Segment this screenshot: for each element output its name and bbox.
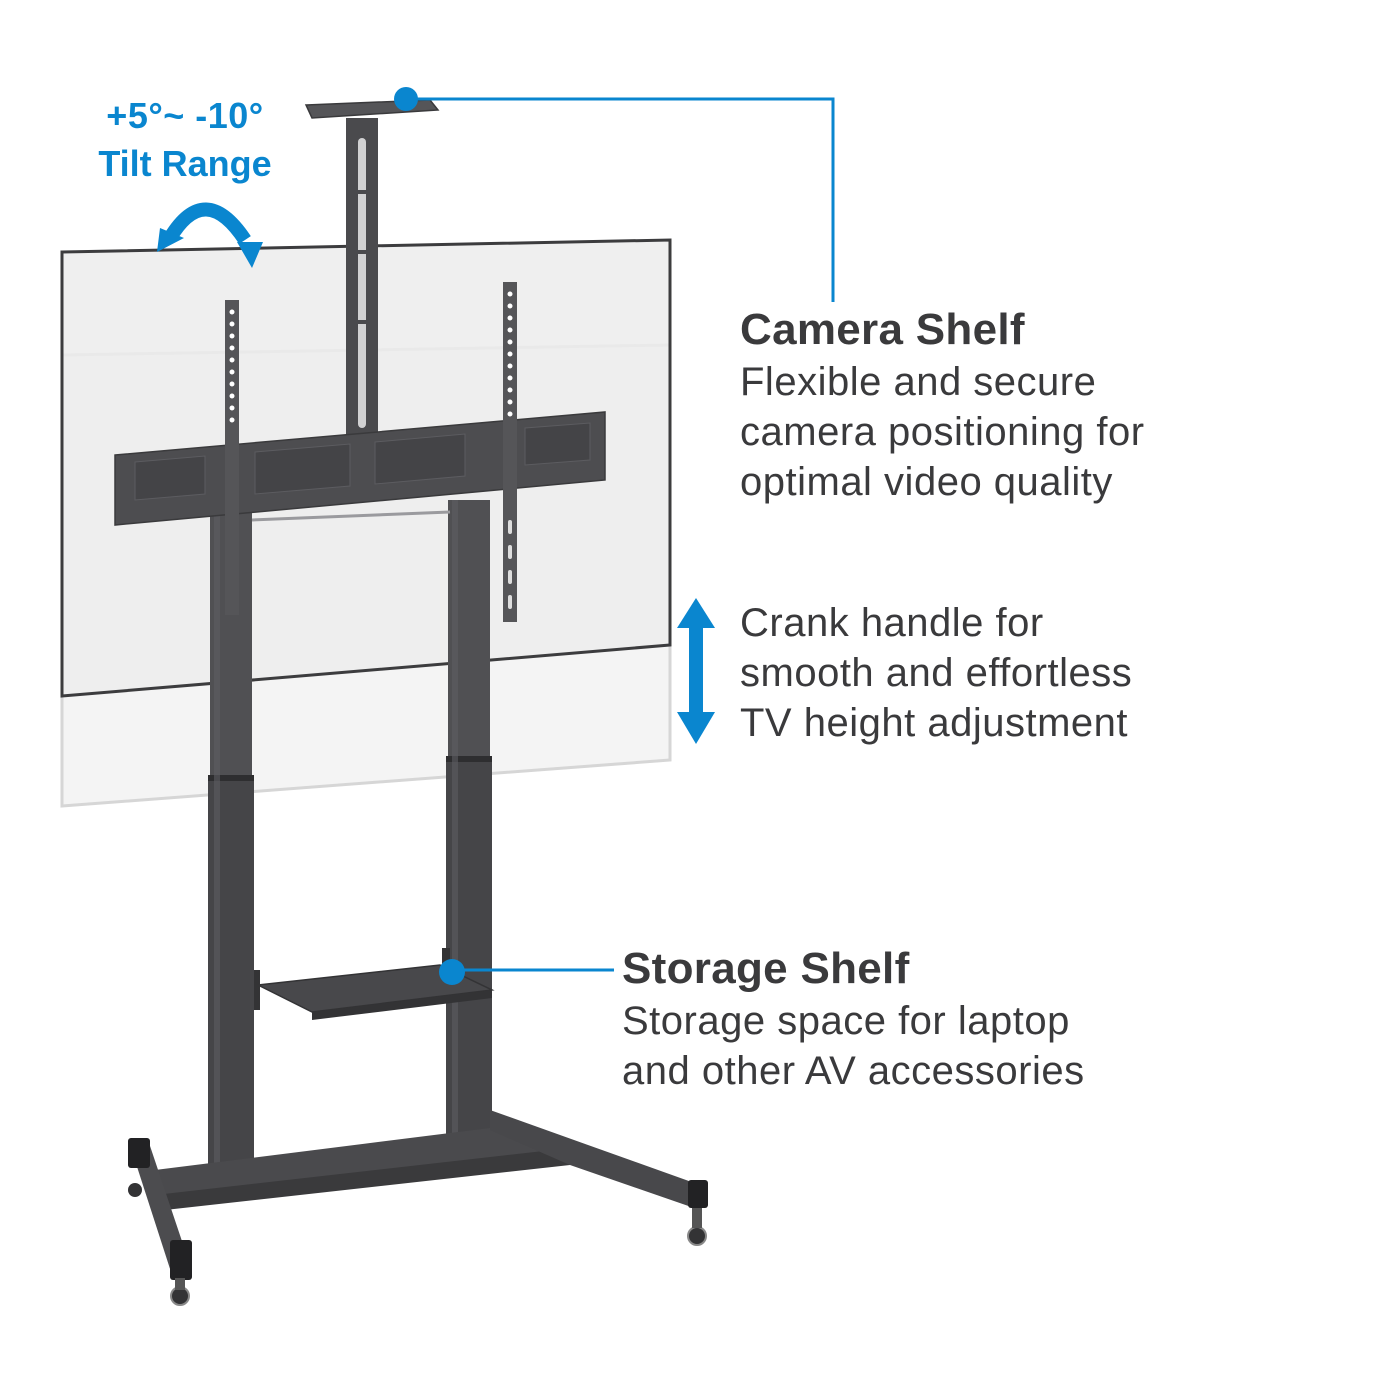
crank-handle-callout: Crank handle for smooth and effortless T… <box>740 598 1300 748</box>
tilt-range-label: +5°~ -10° Tilt Range <box>60 92 310 188</box>
description-line: Storage space for laptop <box>622 999 1070 1043</box>
tilt-range-text: Tilt Range <box>98 143 272 184</box>
storage-shelf-title: Storage Shelf <box>622 944 910 993</box>
vesa-arm-left <box>225 300 239 615</box>
description-line: and other AV accessories <box>622 1049 1085 1093</box>
camera-shelf-callout-line <box>394 87 835 302</box>
description-line: camera positioning for <box>740 410 1145 454</box>
caster-wheels <box>128 1183 707 1306</box>
description-line: optimal video quality <box>740 460 1113 504</box>
storage-shelf-callout: Storage Shelf Storage space for laptop a… <box>622 942 1262 1096</box>
vertical-double-arrow-icon <box>677 598 715 744</box>
callout-dot-icon <box>439 959 465 985</box>
storage-shelf-callout-line <box>439 959 614 985</box>
description-line: Crank handle for <box>740 601 1044 645</box>
vesa-arm-right <box>503 282 517 622</box>
curved-double-arrow-icon <box>157 202 263 268</box>
crank-handle-description: Crank handle for smooth and effortless T… <box>740 598 1300 748</box>
storage-shelf <box>254 948 495 1020</box>
camera-shelf-post <box>346 118 378 436</box>
description-line: TV height adjustment <box>740 701 1128 745</box>
camera-shelf-plate <box>304 99 440 119</box>
stand-columns <box>208 500 492 1170</box>
stand-base <box>128 1110 708 1280</box>
camera-shelf-callout: Camera Shelf Flexible and secure camera … <box>740 303 1300 507</box>
camera-shelf-title: Camera Shelf <box>740 305 1025 354</box>
storage-shelf-description: Storage space for laptop and other AV ac… <box>622 996 1262 1096</box>
description-line: Flexible and secure <box>740 360 1097 404</box>
tilt-degrees: +5°~ -10° <box>106 95 264 136</box>
description-line: smooth and effortless <box>740 651 1133 695</box>
camera-shelf-description: Flexible and secure camera positioning f… <box>740 357 1300 507</box>
callout-dot-icon <box>394 87 418 111</box>
